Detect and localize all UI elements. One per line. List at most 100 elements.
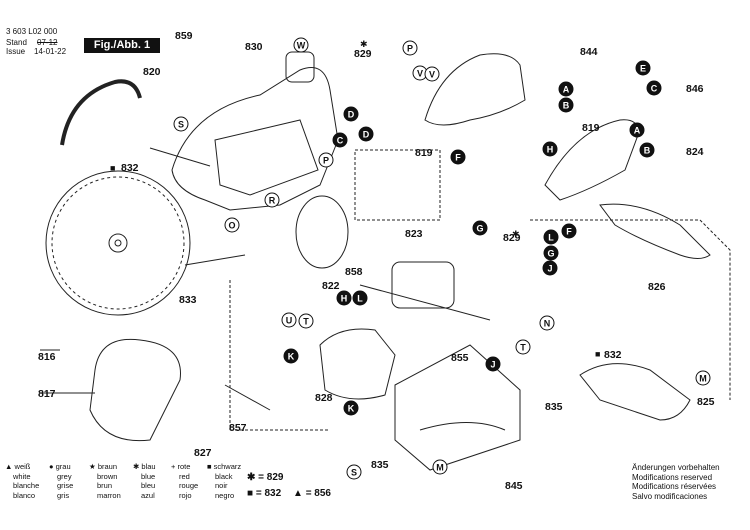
letter-callout-j-1: J (547, 264, 552, 274)
letter-callout-circle-u-1 (281, 312, 297, 328)
letter-callout-circle-j-1 (542, 260, 558, 276)
note-en: Modifications reserved (632, 472, 713, 482)
letter-callout-circle-a-2 (629, 122, 645, 138)
letter-callout-circle-l-2 (352, 290, 368, 306)
svg-text:■: ■ (595, 349, 600, 359)
letter-callout-t-2: T (520, 343, 526, 353)
letter-callout-a-2: A (634, 126, 641, 136)
letter-callout-g-2: G (547, 249, 554, 259)
part-832-right: 832 (604, 349, 622, 361)
svg-text:✱: ✱ (360, 39, 368, 49)
letter-callout-l-2: L (357, 294, 363, 304)
svg-text:✱: ✱ (512, 229, 520, 239)
letter-callout-circle-h-1 (542, 141, 558, 157)
saw-blade-drawing (45, 170, 191, 316)
part-823: 823 (405, 228, 423, 240)
letter-callout-d-1: D (348, 110, 355, 120)
legend-en-red: red (179, 471, 190, 481)
color-legend: ▲ weiß white blanche blanco ● grau grey … (5, 462, 305, 502)
lower-guard-drawing (89, 338, 181, 442)
letter-callout-circle-v-2 (424, 66, 440, 82)
letter-callout-circle-r-1 (264, 192, 280, 208)
legend-en-white: white (13, 471, 31, 481)
letter-callout-circle-s-1 (173, 116, 189, 132)
legend-es-brown: marron (97, 490, 121, 500)
letter-callout-circle-f-2 (561, 223, 577, 239)
field-coil-drawing (319, 328, 396, 400)
letter-callout-t-1: T (303, 317, 309, 327)
legend-fr-blue: bleu (141, 481, 156, 490)
letter-callout-f-2: F (566, 227, 572, 237)
letter-callout-c-1: C (651, 84, 658, 94)
svg-text:■: ■ (110, 163, 115, 173)
letter-callout-h-1: H (547, 145, 554, 155)
figure-label: Fig./Abb. 1 (84, 38, 160, 53)
part-844: 844 (580, 46, 598, 58)
letter-callout-circle-n-1 (539, 315, 555, 331)
legend-de-black: schwarz (213, 462, 242, 471)
letter-callout-circle-c-1 (646, 80, 662, 96)
legend-fr-red: rouge (179, 481, 199, 490)
part-816: 816 (38, 351, 56, 363)
part-822: 822 (322, 280, 340, 292)
legend-es-red: rojo (179, 490, 192, 500)
part-830: 830 (245, 41, 263, 53)
part-833: 833 (179, 294, 197, 306)
legend-fr-white: blanche (13, 481, 40, 490)
part-829-right: 829 (503, 232, 521, 244)
note-de: Änderungen vorbehalten (632, 463, 720, 472)
issue-label: Issue (6, 47, 26, 56)
part-820: 820 (143, 66, 161, 78)
letter-callout-a-1: A (563, 85, 570, 95)
letter-callout-circle-k-2 (343, 400, 359, 416)
letter-callout-circle-t-2 (515, 339, 531, 355)
part-858: 858 (345, 266, 363, 278)
legend-symbol-brown: ★ (89, 462, 96, 471)
letter-callout-j-2: J (490, 360, 495, 370)
letter-callout-circle-p-2 (318, 152, 334, 168)
letter-callout-d-2: D (363, 130, 370, 140)
letter-callout-circle-b-2 (639, 142, 655, 158)
letter-callout-circle-d-1 (343, 106, 359, 122)
modification-notes: Änderungen vorbehalten Modifications res… (632, 463, 720, 501)
letter-callout-circle-b-1 (558, 97, 574, 113)
letter-callout-v-1: V (417, 69, 423, 79)
letter-callout-circle-h-2 (336, 290, 352, 306)
letter-callout-circle-o-1 (224, 217, 240, 233)
upper-guard-drawing (171, 67, 339, 211)
switch-cover-drawing (579, 363, 691, 421)
letter-callout-circle-c-2 (332, 132, 348, 148)
letter-callout-circle-g-1 (472, 220, 488, 236)
letter-callout-n-1: N (544, 319, 551, 329)
letter-callout-s-2: S (351, 468, 357, 478)
legend-symbol-grey: ● (49, 462, 54, 471)
letter-callout-c-2: C (337, 136, 344, 146)
letter-callout-b-1: B (563, 101, 570, 111)
letter-callout-k-1: K (288, 352, 295, 362)
legend-en-blue: blue (141, 471, 156, 481)
part-845: 845 (505, 480, 523, 492)
legend-fr-brown: brun (97, 481, 113, 490)
letter-callout-circle-j-2 (485, 356, 501, 372)
letter-callout-circle-m-1 (432, 459, 448, 475)
part-835-right: 835 (545, 401, 563, 413)
legend-symbol-red: + (171, 462, 176, 471)
part-835-bottom: 835 (371, 459, 389, 471)
letter-callout-circle-p-1 (402, 40, 418, 56)
symbol-equivalence-832: ■ = 832 (247, 488, 282, 499)
letter-callout-circle-w-1 (293, 37, 309, 53)
part-828: 828 (315, 392, 333, 404)
letter-callout-p-2: P (323, 156, 329, 166)
letter-callout-u-1: U (286, 316, 293, 326)
letter-callout-circle-t-1 (298, 313, 314, 329)
part-819-right: 819 (582, 122, 600, 134)
part-824: 824 (686, 146, 704, 158)
letter-callout-circle-f-1 (450, 149, 466, 165)
note-es: Salvo modificaciones (632, 491, 708, 501)
letter-callout-h-2: H (341, 294, 348, 304)
legend-fr-black: noir (215, 481, 228, 490)
letter-callout-g-1: G (476, 224, 483, 234)
legend-symbol-black: ■ (207, 462, 212, 471)
